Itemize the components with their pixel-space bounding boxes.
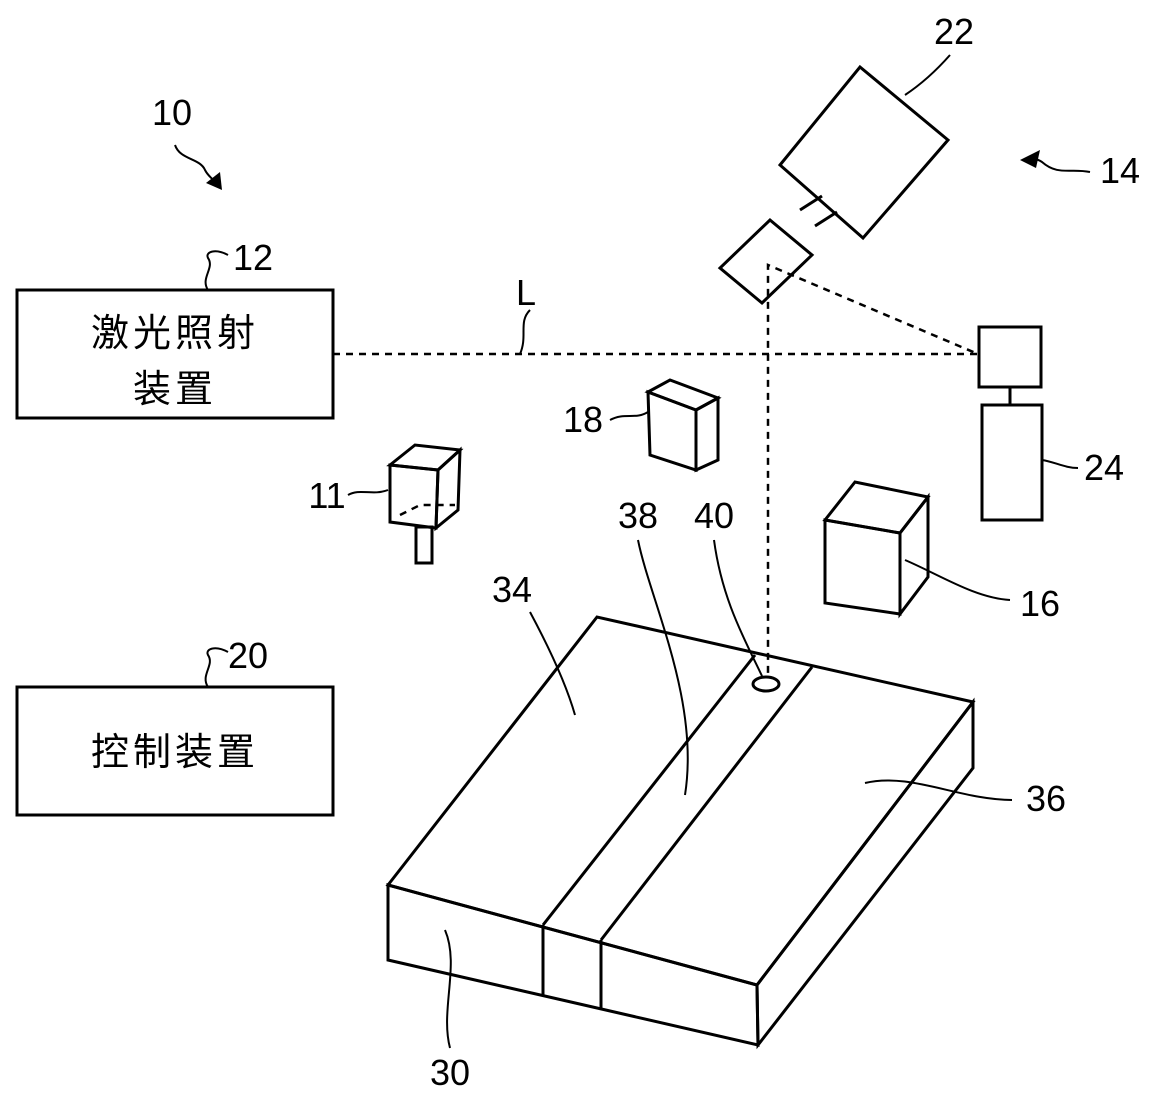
label-16: 16 <box>1020 583 1060 624</box>
label-11: 11 <box>308 475 345 516</box>
leader-line-30 <box>444 929 452 1049</box>
label-18: 18 <box>563 399 603 440</box>
label-12: 12 <box>233 237 273 278</box>
label-beam: L <box>516 272 536 313</box>
leader-line-34 <box>529 611 576 716</box>
leader-line-20 <box>204 647 229 688</box>
leader-line-38 <box>637 539 689 796</box>
workpiece-front-face <box>386 883 760 1047</box>
irradiation-spot-40 <box>751 675 781 693</box>
sensor-11-lens <box>414 525 434 565</box>
camera-neck-upper <box>799 194 823 212</box>
laser-device-label-line2: 装置 <box>133 367 217 411</box>
leader-line-12 <box>204 250 229 291</box>
unit-24-upper-box <box>977 325 1043 389</box>
block-16-side-face <box>898 492 930 619</box>
label-34: 34 <box>492 569 532 610</box>
block-18-side-face <box>694 395 720 473</box>
camera-neck-lower <box>814 210 838 228</box>
leader-line-22 <box>904 54 951 96</box>
sensor-11-hidden-edge <box>399 503 455 517</box>
leader-line-16 <box>904 559 1011 601</box>
control-device-box <box>15 685 335 817</box>
label-22: 22 <box>934 11 974 52</box>
camera-22-body <box>777 64 951 241</box>
label-38: 38 <box>618 495 658 536</box>
block-16-front-face <box>823 518 902 616</box>
control-device-label: 控制装置 <box>91 730 259 774</box>
workpiece-top-face <box>385 615 976 987</box>
label-24: 24 <box>1084 447 1124 488</box>
label-40: 40 <box>694 495 734 536</box>
leader-line-18 <box>609 411 649 421</box>
unit-24-lower-box <box>980 403 1044 522</box>
block-16-top-face <box>822 480 931 535</box>
sensor-11-front-face <box>388 463 440 530</box>
label-20: 20 <box>228 635 268 676</box>
block-18-front-face <box>646 389 698 473</box>
leader-line-24 <box>1041 459 1079 469</box>
laser-beam-path <box>333 263 979 675</box>
label-36: 36 <box>1026 778 1066 819</box>
leader-line-11 <box>347 489 389 496</box>
galvano-mirror-head <box>717 217 815 306</box>
leader-line-beam <box>519 309 531 355</box>
leader-line-36 <box>864 779 1013 801</box>
leader-line-40 <box>713 539 763 677</box>
label-30: 30 <box>430 1052 470 1093</box>
laser-device-label-line1: 激光照射 <box>91 311 259 355</box>
arrow-10-head <box>206 172 222 190</box>
label-10: 10 <box>152 92 192 133</box>
sensor-11-side-face <box>434 446 462 532</box>
arrow-10-shaft <box>174 144 216 183</box>
seam-boundary-right <box>599 666 814 941</box>
arrow-14-head <box>1020 150 1040 168</box>
label-14: 14 <box>1100 150 1140 191</box>
workpiece-side-face <box>755 697 975 1050</box>
seam-boundary-left <box>541 654 757 926</box>
